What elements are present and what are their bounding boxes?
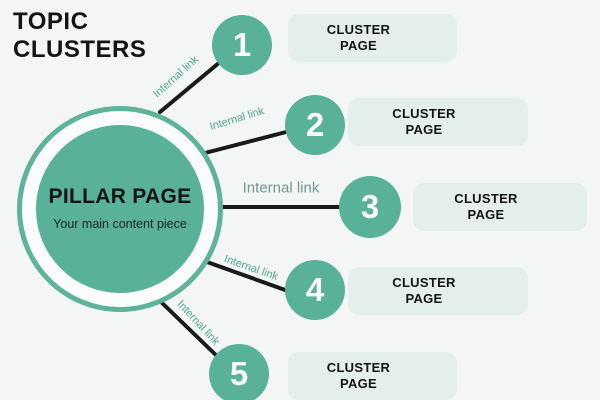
internal-link-label-4: Internal link — [222, 253, 280, 283]
cluster-number-5: 5 — [209, 344, 269, 400]
cluster-page-card-5: CLUSTER PAGE — [288, 352, 457, 400]
pillar-page-node: PILLAR PAGE Your main content piece — [36, 125, 204, 293]
cluster-number-3: 3 — [339, 176, 401, 238]
cluster-page-label-4: CLUSTER PAGE — [392, 275, 456, 306]
cluster-number-1: 1 — [212, 15, 272, 75]
cluster-number-4: 4 — [285, 260, 345, 320]
internal-link-label-1: Internal link — [151, 53, 201, 101]
internal-link-label-2: Internal link — [208, 105, 266, 133]
pillar-title: PILLAR PAGE — [48, 185, 192, 209]
pillar-subtitle: Your main content piece — [53, 217, 187, 232]
cluster-number-2: 2 — [285, 95, 345, 155]
page-title-line2: CLUSTERS — [13, 35, 147, 63]
cluster-page-label-3: CLUSTER PAGE — [454, 191, 518, 222]
cluster-page-card-2: CLUSTER PAGE — [348, 98, 528, 146]
cluster-page-label-5: CLUSTER PAGE — [326, 360, 391, 391]
page-title: TOPIC CLUSTERS — [13, 8, 146, 63]
cluster-page-card-3: CLUSTER PAGE — [413, 183, 587, 231]
cluster-page-card-4: CLUSTER PAGE — [348, 267, 528, 315]
connector-line-2 — [203, 129, 292, 155]
internal-link-label-5: Internal link — [174, 298, 222, 348]
cluster-page-label-2: CLUSTER PAGE — [392, 106, 456, 137]
cluster-page-card-1: CLUSTER PAGE — [288, 14, 457, 62]
cluster-page-label-1: CLUSTER PAGE — [326, 22, 391, 53]
page-title-line1: TOPIC — [13, 8, 89, 35]
internal-link-label-3: Internal link — [242, 179, 320, 197]
